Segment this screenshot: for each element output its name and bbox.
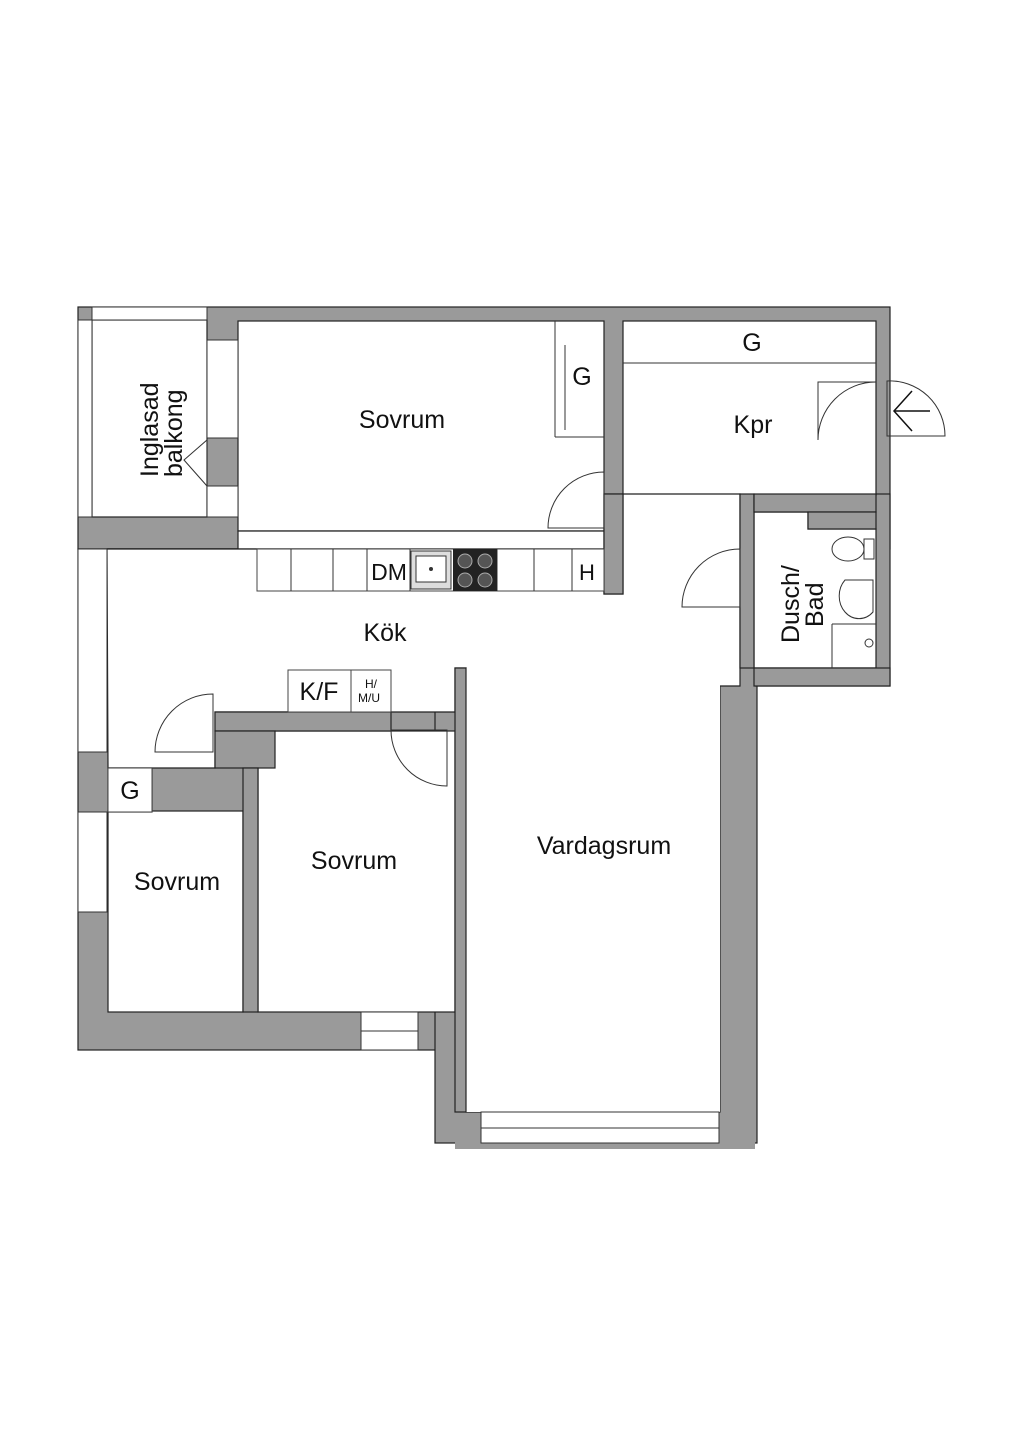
door-bedroom-top [547,471,605,529]
hmu-label-bottom: M/U [358,691,380,705]
shower-fixture [831,623,876,668]
door-bedroom-left [154,693,214,753]
bedroom-left-room [107,810,244,1013]
h-cabinet-label: H [579,560,595,585]
door-bedroom-mid [390,729,448,787]
doors [154,345,946,787]
bedroom-mid-label: Sovrum [311,847,397,875]
kitchen-counter [107,548,605,813]
window-bedroom-left [77,811,108,913]
door-balcony [183,438,208,488]
hall-room [622,320,877,496]
bedroom-left-label: Sovrum [134,868,220,896]
window-bedroom-balcony-2 [206,485,239,518]
hall-closet-label: G [742,329,761,357]
closet-top-label: G [572,363,591,391]
bedroom-top-room [237,320,605,532]
windows [77,306,720,1144]
inner-walls [214,321,891,1113]
hall-label: Kpr [734,411,773,439]
washbasin-icon [838,579,874,620]
bath-label-1: Dusch/ [777,565,805,643]
door-bathroom [681,548,741,608]
entrance-arrow-icon [892,390,930,432]
door-entrance-outer [886,380,946,437]
window-bedroom-balcony [206,339,239,439]
balcony-room [91,319,208,518]
window-kitchen [77,548,108,753]
balcony-label: Inglasad [136,382,164,477]
door-entrance [817,381,877,441]
bath-label-2: Bad [801,583,829,627]
living-label: Vardagsrum [537,832,671,860]
balcony-label-2: balkong [160,389,188,477]
bedroom-top-label: Sovrum [359,406,445,434]
sink-icon [410,550,452,590]
window-balcony-top [91,306,208,321]
rooms [91,319,877,1113]
kitchen-label: Kök [363,619,407,647]
living-room [466,668,720,1112]
stove-icon [453,549,497,591]
bedroom-mid-room [257,730,456,1013]
dishwasher-label: DM [371,559,407,585]
toilet-icon [831,536,875,562]
window-balcony-side [77,319,93,518]
closet-left-label: G [120,777,139,805]
hmu-label-top: H/ [365,677,378,691]
fridge-freezer-label: K/F [300,678,339,706]
